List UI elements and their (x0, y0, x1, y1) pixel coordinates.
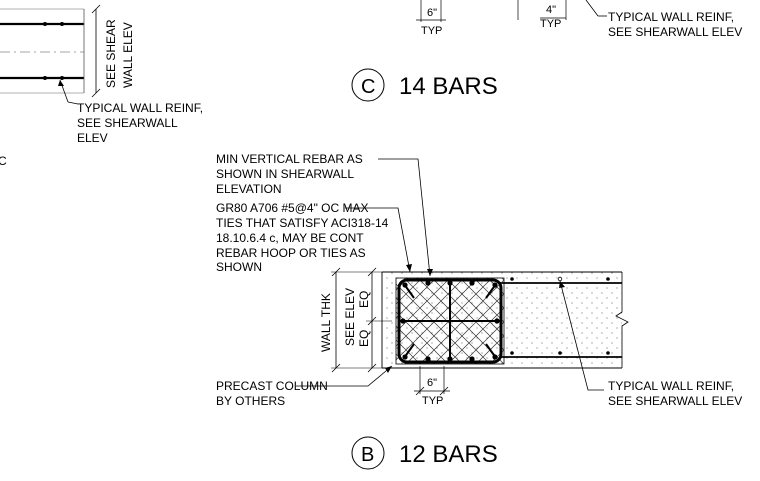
dim-4in-c: 4" (546, 4, 556, 16)
detail-c-wall-segment (0, 8, 85, 94)
detail-b-key: B (361, 444, 374, 466)
dim-typ-c: TYP (421, 25, 442, 37)
detail-c-dimension-4in: 4" TYP (517, 0, 567, 30)
ties-line-4: REBAR HOOP OR TIES AS (216, 246, 366, 260)
dim-typ-c-2: TYP (540, 18, 561, 30)
wall-thk-label: WALL THK (319, 293, 333, 352)
ties-line-5: SHOWN (216, 260, 262, 274)
detail-c-dimension-6in: 6" TYP (416, 0, 446, 37)
min-rebar-line-2: SHOWN IN SHEARWALL (216, 167, 354, 181)
detail-b: MIN VERTICAL REBAR AS SHOWN IN SHEARWALL… (216, 152, 742, 470)
precast-line-1: PRECAST COLUMN (216, 379, 328, 393)
detail-c-bubble (351, 68, 385, 102)
detail-c: SEE SHEAR WALL ELEV TYPICAL WALL REINF, … (0, 0, 742, 168)
ties-line-1: GR80 A706 #5@4" OC MAX (216, 201, 369, 215)
typical-reinf-right-c-line-2: SEE SHEARWALL ELEV (608, 25, 742, 39)
dim-typ-b: TYP (422, 395, 443, 407)
note-min-vertical-rebar: MIN VERTICAL REBAR AS SHOWN IN SHEARWALL… (216, 152, 433, 277)
dim-6in-b: 6" (427, 377, 437, 389)
break-line (615, 272, 629, 368)
ties-line-2: TIES THAT SATISFY ACI318-14 (216, 216, 389, 230)
fragment-left-mark: C (0, 154, 7, 168)
detail-b-dimension-6in: 6" TYP (414, 366, 450, 407)
typical-reinf-left-line-2: SEE SHEARWALL (77, 116, 178, 130)
tie-hoop (397, 278, 503, 364)
dim-6in-c: 6" (427, 7, 437, 19)
shear-elev-label-1: SEE SHEAR (104, 19, 118, 88)
typical-reinf-left-line-3: ELEV (77, 131, 108, 145)
see-elev-label: SEE ELEV (343, 288, 357, 346)
typical-reinf-b-line-2: SEE SHEARWALL ELEV (608, 394, 742, 408)
ties-line-3: 18.10.6.4 c, MAY BE CONT (216, 231, 364, 245)
shear-elev-label-2: WALL ELEV (121, 22, 135, 88)
detail-c-key: C (361, 76, 375, 98)
detail-c-title: 14 BARS (399, 73, 498, 100)
wall-thk-dimension: WALL THK (319, 267, 390, 373)
min-rebar-line-1: MIN VERTICAL REBAR AS (216, 152, 363, 166)
eq-label-bottom: EQ (357, 330, 371, 347)
typical-reinf-right-c-line-1: TYPICAL WALL REINF, (608, 10, 734, 24)
typical-reinf-b-line-1: TYPICAL WALL REINF, (608, 379, 734, 393)
eq-dimension: SEE ELEV EQ EQ (343, 267, 392, 373)
detail-b-title: 12 BARS (399, 441, 498, 468)
detail-b-bubble (351, 436, 385, 470)
min-rebar-line-3: ELEVATION (216, 182, 282, 196)
note-ties: GR80 A706 #5@4" OC MAX TIES THAT SATISFY… (216, 201, 412, 274)
detail-c-shear-dimension: SEE SHEAR WALL ELEV (91, 4, 135, 98)
eq-label-top: EQ (357, 291, 371, 308)
typical-reinf-left-line-1: TYPICAL WALL REINF, (77, 101, 203, 115)
precast-line-2: BY OTHERS (216, 394, 285, 408)
column-bars (400, 280, 500, 362)
